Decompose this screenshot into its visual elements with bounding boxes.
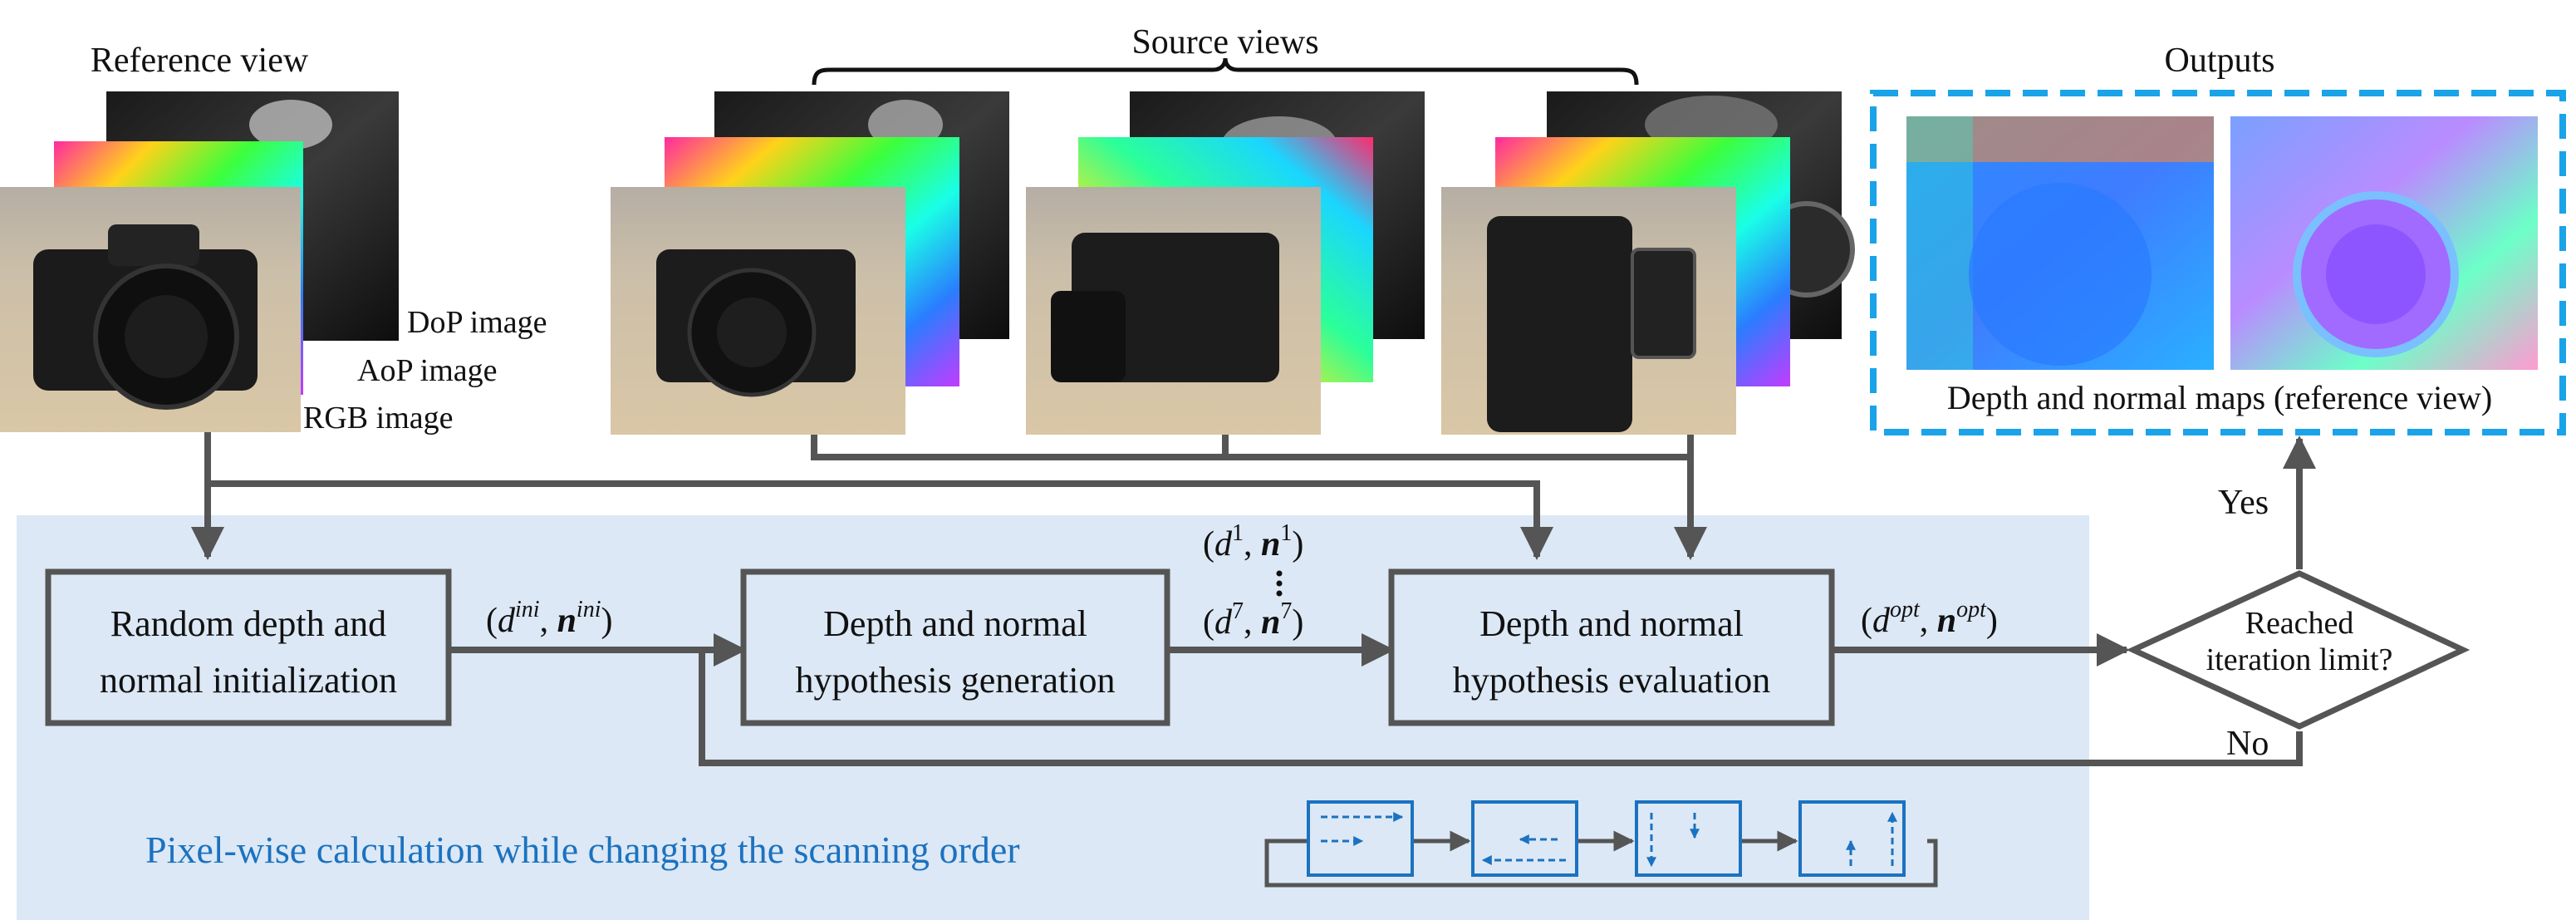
source-view-stack-3	[1441, 91, 1855, 435]
evaluation-line-2: hypothesis evaluation	[1453, 660, 1771, 701]
dop-image-label: DoP image	[407, 305, 547, 340]
reference-view-stack	[0, 91, 399, 432]
decision-line-2: iteration limit?	[2206, 642, 2393, 677]
evaluation-line-1: Depth and normal	[1479, 603, 1744, 644]
output-caption: Depth and normal maps (reference view)	[1947, 379, 2492, 416]
hypothesis-7-label: (d7, n7)	[1203, 598, 1303, 642]
hypothesis-ellipsis	[1276, 570, 1283, 597]
initialization-line-1: Random depth and	[110, 603, 386, 644]
connector-lines	[191, 432, 2316, 766]
scan-top-to-bottom-icon	[1635, 800, 1742, 877]
source-view-stack-1	[611, 91, 1009, 435]
depth-map-image	[1906, 116, 2214, 370]
reference-view-title: Reference view	[91, 42, 309, 80]
initialization-line-2: normal initialization	[100, 660, 397, 701]
scanning-order-sequence	[1264, 800, 1938, 888]
aop-image-label: AoP image	[357, 353, 498, 388]
normal-map-image	[2230, 116, 2538, 370]
hypothesis-evaluation-box	[1388, 568, 1835, 726]
no-label: No	[2226, 725, 2269, 763]
source-views-brace	[812, 57, 1639, 86]
outputs-frame	[1870, 90, 2566, 435]
scan-right-to-left-icon	[1471, 800, 1578, 877]
outputs-title: Outputs	[2164, 42, 2274, 80]
iteration-limit-decision	[2126, 570, 2471, 730]
generation-line-1: Depth and normal	[823, 603, 1087, 644]
source-views-title: Source views	[1131, 23, 1318, 61]
yes-label: Yes	[2218, 484, 2269, 522]
generation-line-2: hypothesis generation	[796, 660, 1116, 701]
pixelwise-caption: Pixel-wise calculation while changing th…	[145, 829, 1020, 871]
scan-bottom-to-top-icon	[1798, 800, 1906, 877]
rgb-image-label: RGB image	[303, 401, 453, 435]
scan-left-to-right-icon	[1307, 800, 1414, 877]
decision-line-1: Reached	[2245, 606, 2354, 641]
initialization-box	[45, 568, 452, 726]
source-view-stack-2	[1026, 91, 1425, 435]
hypothesis-generation-box	[740, 568, 1170, 726]
